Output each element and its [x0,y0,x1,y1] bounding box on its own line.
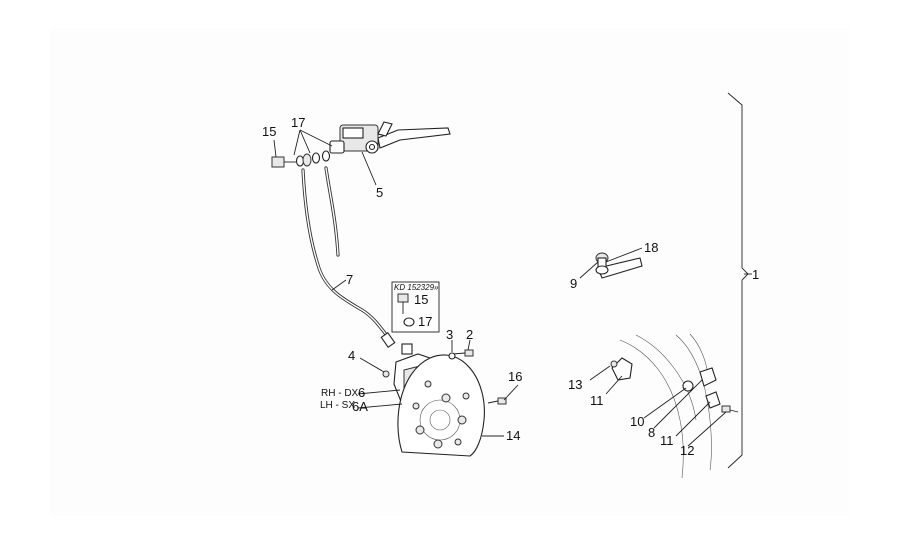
label-18: 18 [644,240,658,255]
label-7: 7 [346,272,353,287]
label-17-top: 17 [291,115,305,130]
label-12: 12 [680,443,694,458]
label-5: 5 [376,185,383,200]
label-15-inset: 15 [414,292,428,307]
label-kd-code: KD 152329» [394,283,439,292]
label-10: 10 [630,414,644,429]
label-9: 9 [570,276,577,291]
hose-bracket [595,252,643,279]
caliper-bolts [382,349,507,405]
label-4: 4 [348,348,355,363]
label-rh-dx: RH - DX [321,388,359,399]
brake-disc [397,354,485,457]
label-11-right: 11 [660,433,674,448]
label-lh-sx: LH - SX [320,400,355,411]
label-6a: 6A [352,399,368,414]
label-16: 16 [508,369,522,384]
mounting-plate-assembly [610,333,739,479]
label-15-top: 15 [262,124,276,139]
brake-hose [301,166,396,348]
label-17-inset: 17 [418,314,432,329]
label-8: 8 [648,425,655,440]
leader-lines [273,129,752,447]
kd-inset [391,281,440,333]
label-1: 1 [752,267,759,282]
banjo-bolt-top [271,150,331,168]
master-cylinder [329,121,451,154]
label-3: 3 [446,327,453,342]
label-13: 13 [568,377,582,392]
label-11-left: 11 [590,393,604,408]
label-6: 6 [358,385,365,400]
label-2: 2 [466,327,473,342]
label-14: 14 [506,428,520,443]
